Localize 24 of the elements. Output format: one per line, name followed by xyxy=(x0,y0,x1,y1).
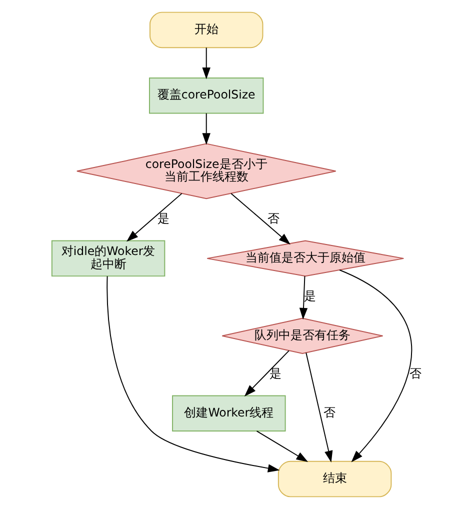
edge-label: 否 xyxy=(268,212,280,226)
arrow xyxy=(202,47,210,80)
edge-label: 是 xyxy=(304,289,316,304)
arrow xyxy=(339,270,412,462)
edge-label: 否 xyxy=(323,405,336,420)
edge-label: 是 xyxy=(158,212,170,226)
edge-label: 否 xyxy=(410,366,422,381)
node-diamond: 当前值是否大于原始值 xyxy=(206,240,404,277)
node-diamond: 队列中是否有任务 xyxy=(222,318,384,354)
node-box: 创建Worker线程 xyxy=(172,395,286,432)
arrow xyxy=(106,276,280,472)
arrow xyxy=(256,430,308,462)
node-box: 结束 xyxy=(278,460,392,498)
arrow xyxy=(306,352,333,463)
node-box: 对idle的Woker发起中断 xyxy=(51,240,166,277)
node-diamond: corePoolSize是否小于当前工作线程数 xyxy=(76,143,336,200)
arrow xyxy=(202,112,210,145)
arrow xyxy=(244,350,290,396)
arrow xyxy=(299,276,308,320)
arrow xyxy=(230,192,290,245)
node-box: 覆盖corePoolSize xyxy=(149,78,264,114)
node-box: 开始 xyxy=(149,12,264,48)
edge-label: 是 xyxy=(269,366,282,381)
arrow xyxy=(126,192,182,242)
